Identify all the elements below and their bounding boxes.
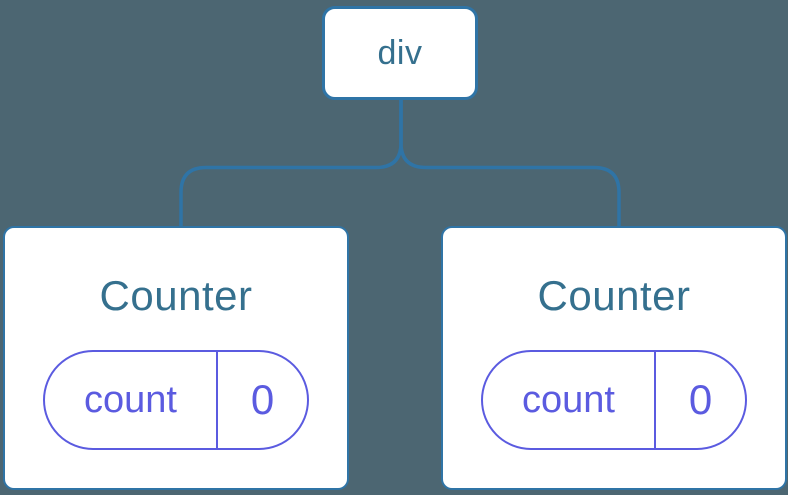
connector-root-to-left-child xyxy=(179,100,403,228)
component-name-label: Counter xyxy=(99,272,253,319)
state-value-label: 0 xyxy=(250,376,275,423)
state-value-cell: 0 xyxy=(656,352,745,448)
tree-node-div: div xyxy=(322,6,478,100)
state-key-cell: count xyxy=(45,352,218,448)
state-key-cell: count xyxy=(483,352,656,448)
state-key-label: count xyxy=(522,378,615,421)
component-name-label: Counter xyxy=(537,272,691,319)
tree-node-counter-left: Counter count 0 xyxy=(3,226,349,490)
connector-root-to-right-child xyxy=(399,100,621,228)
root-node-label: div xyxy=(377,33,423,72)
state-value-cell: 0 xyxy=(218,352,307,448)
tree-node-counter-right: Counter count 0 xyxy=(441,226,787,490)
state-value-label: 0 xyxy=(688,376,713,423)
state-pill: count 0 xyxy=(43,350,309,450)
state-pill: count 0 xyxy=(481,350,747,450)
state-key-label: count xyxy=(84,378,177,421)
